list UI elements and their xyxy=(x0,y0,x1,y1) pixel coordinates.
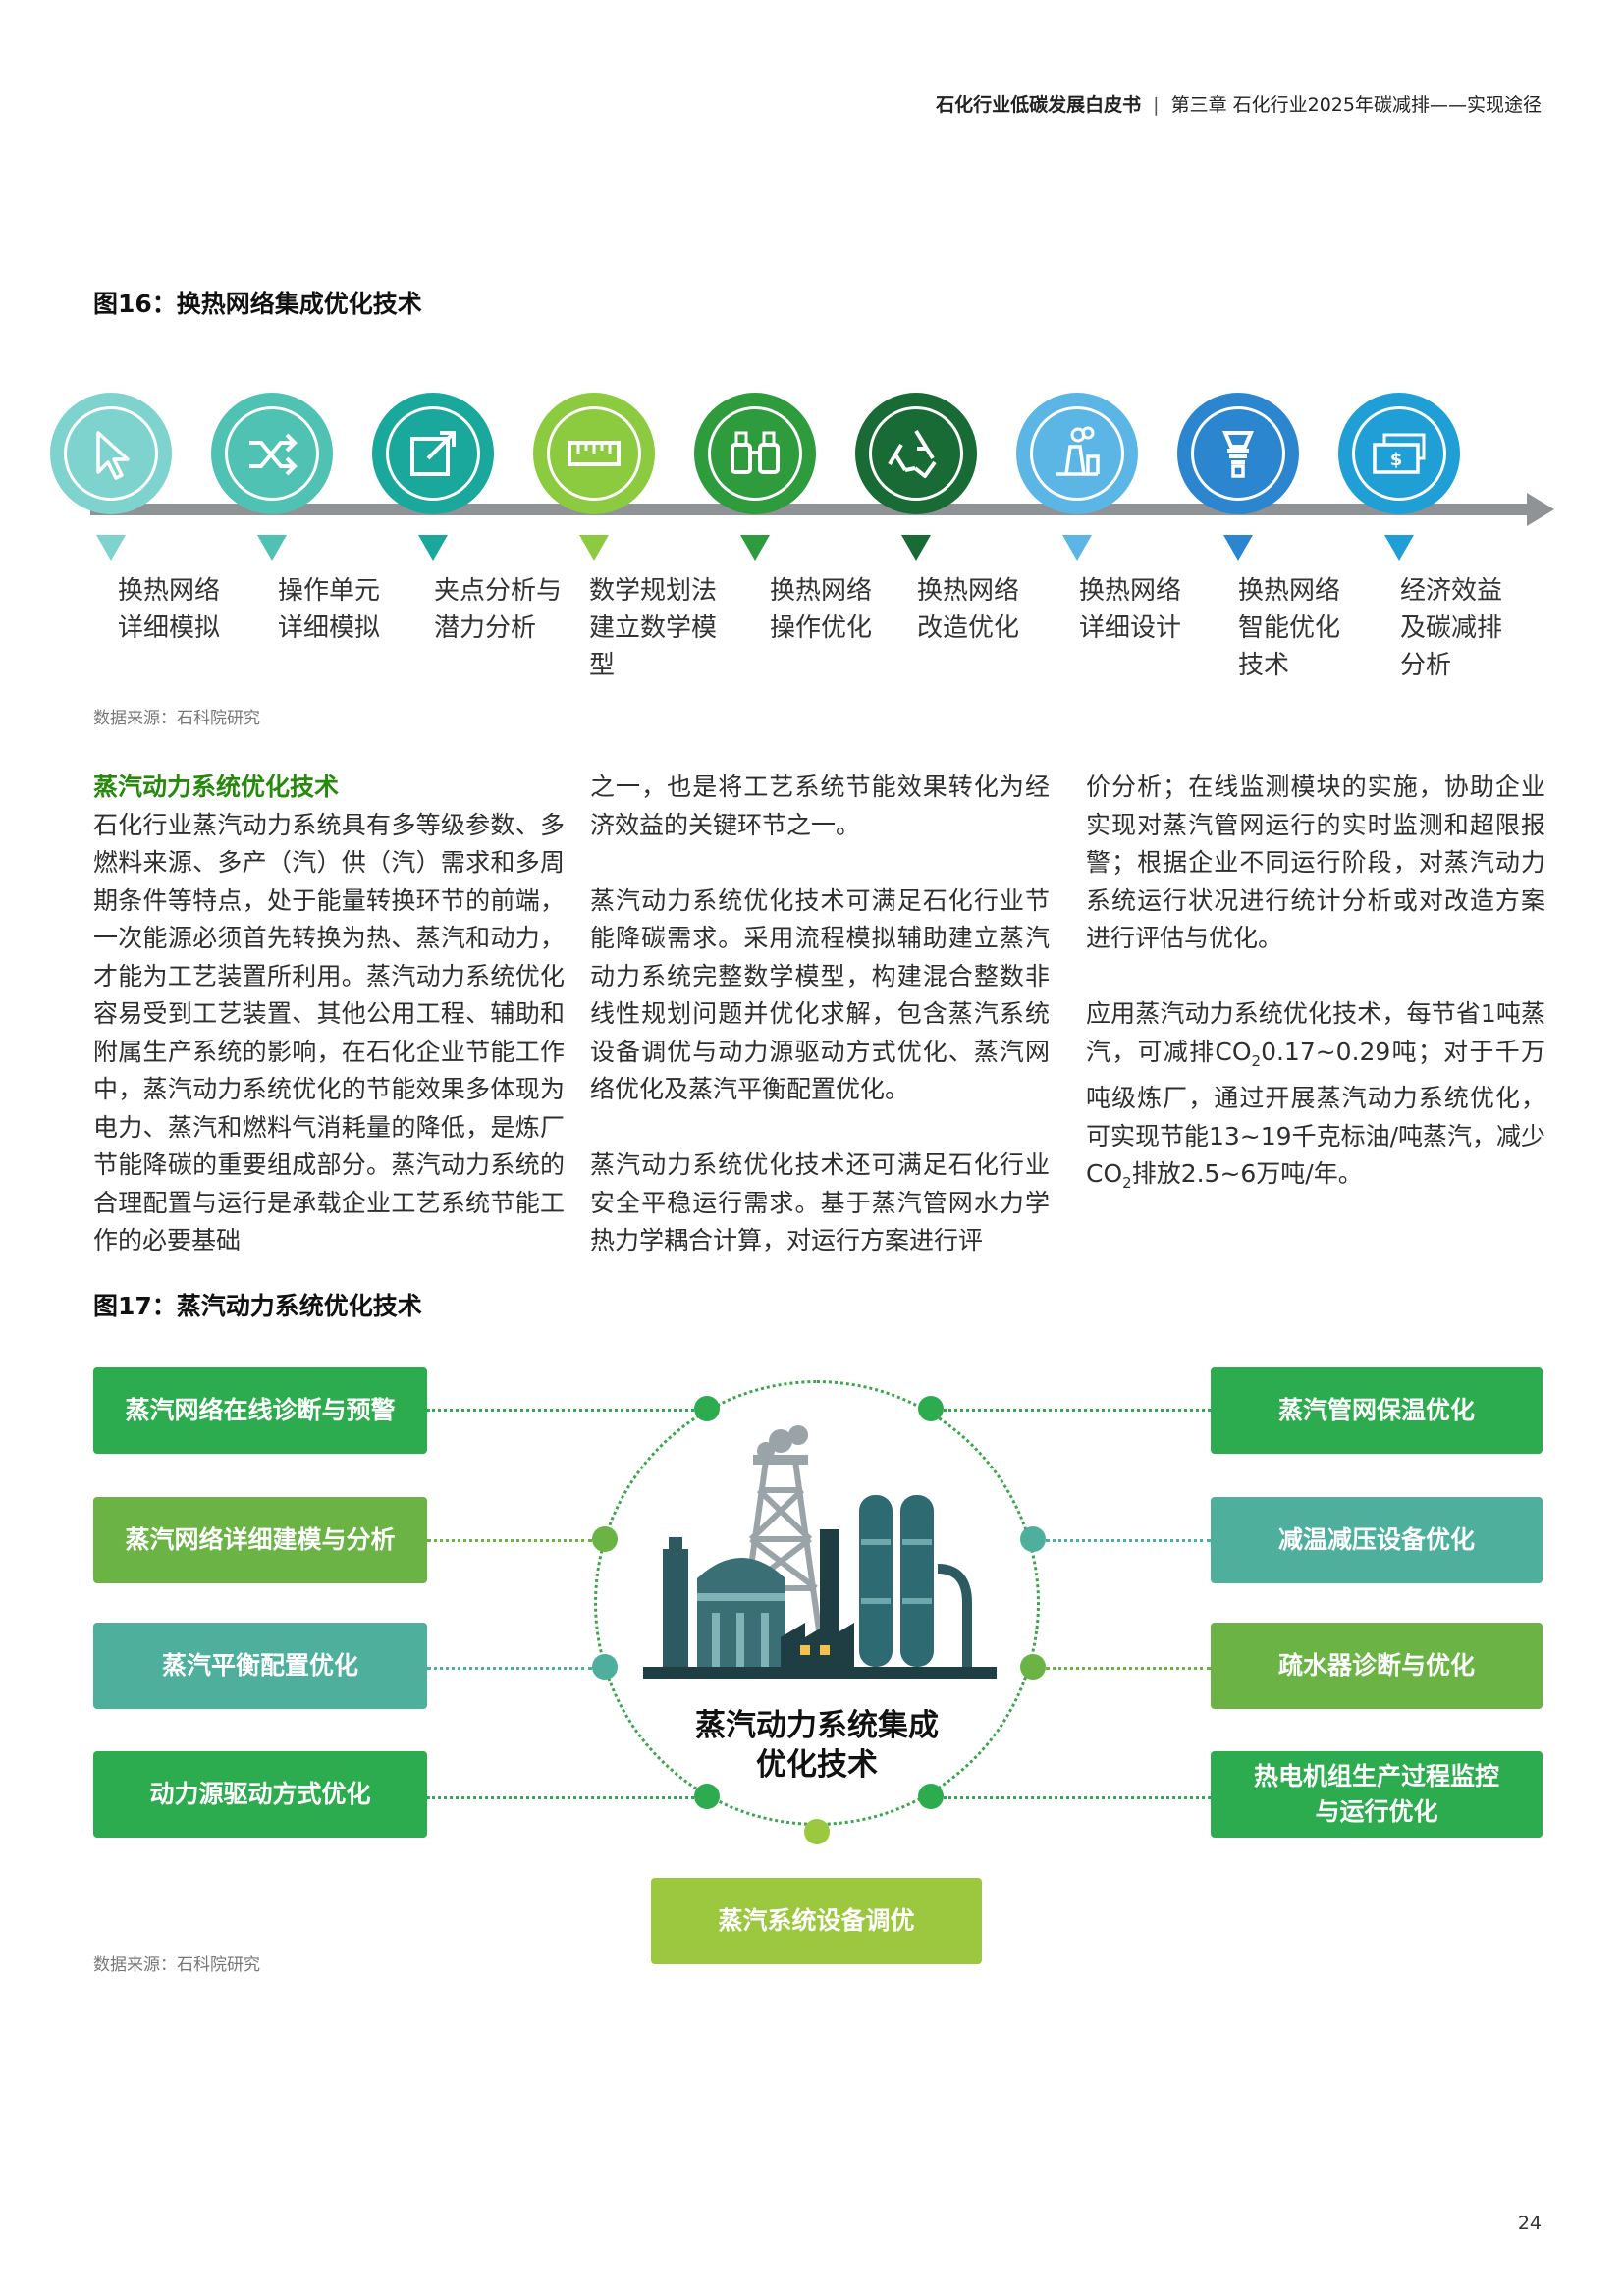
step-pointer-icon xyxy=(901,535,931,561)
step-label: 换热网络 详细设计 xyxy=(1079,576,1182,643)
ruler-icon xyxy=(568,441,621,466)
paragraph: 蒸汽动力系统优化技术还可满足石化行业安全平稳运行需求。基于蒸汽管网水力学热力学耦… xyxy=(590,1150,1050,1255)
step-circle: $ xyxy=(1338,393,1460,514)
lightbulb-icon xyxy=(1221,431,1255,478)
connector-line xyxy=(944,1796,1211,1799)
left-technique-box: 动力源驱动方式优化 xyxy=(93,1751,427,1838)
money-icon: $ xyxy=(1373,433,1426,474)
connector-line xyxy=(427,1667,592,1670)
connector-node xyxy=(592,1526,618,1552)
step-label: 数学规划法 建立数学模型 xyxy=(589,576,718,680)
timeline-arrowhead xyxy=(1527,493,1554,526)
connector-node xyxy=(694,1396,720,1421)
svg-text:$: $ xyxy=(1390,450,1403,470)
paragraph: 石化行业蒸汽动力系统具有多等级参数、多燃料来源、多产（汽）供（汽）需求和多周期条… xyxy=(93,810,565,1255)
connector-node xyxy=(592,1654,618,1680)
step-circle xyxy=(50,393,172,514)
step-pointer-icon xyxy=(1062,535,1092,561)
connector-line xyxy=(427,1796,694,1799)
step-pointer-icon xyxy=(1384,535,1414,561)
step-pointer-icon xyxy=(257,535,287,561)
cursor-icon xyxy=(96,431,130,480)
connector-node xyxy=(694,1784,720,1809)
step-circle xyxy=(372,393,494,514)
step-circle xyxy=(1016,393,1138,514)
step-pointer-icon xyxy=(96,535,126,561)
step-label: 换热网络 智能优化 技术 xyxy=(1238,576,1341,680)
binoculars-icon xyxy=(731,431,780,474)
timeline-axis xyxy=(90,504,1534,515)
text-column-3: 价分析；在线监测模块的实施，协助企业实现对蒸汽管网运行的实时监测和超限报警；根据… xyxy=(1086,769,1545,1202)
left-technique-box: 蒸汽平衡配置优化 xyxy=(93,1623,427,1709)
running-header: 石化行业低碳发展白皮书 | 第三章 石化行业2025年碳减排——实现途径 xyxy=(936,90,1542,117)
figure16-source: 数据来源：石科院研究 xyxy=(93,709,260,728)
figure17-source: 数据来源：石科院研究 xyxy=(93,1955,260,1975)
step-label: 夹点分析与 潜力分析 xyxy=(434,576,563,643)
step-label: 换热网络 详细模拟 xyxy=(118,576,221,643)
left-technique-box: 蒸汽网络详细建模与分析 xyxy=(93,1497,427,1583)
text-column-2: 之一，也是将工艺系统节能效果转化为经济效益的关键环节之一。 蒸汽动力系统优化技术… xyxy=(590,769,1050,1260)
paragraph: 应用蒸汽动力系统优化技术，每节省1吨蒸汽，可减排CO20.17~0.29吨；对于… xyxy=(1086,999,1545,1192)
factory-icon xyxy=(1056,426,1100,476)
right-technique-box: 减温减压设备优化 xyxy=(1211,1497,1543,1583)
right-technique-box: 蒸汽管网保温优化 xyxy=(1211,1367,1543,1454)
connector-line xyxy=(1046,1539,1211,1542)
figure17-title: 图17：蒸汽动力系统优化技术 xyxy=(93,1292,422,1320)
paragraph: 蒸汽动力系统优化技术可满足石化行业节能降碳需求。采用流程模拟辅助建立蒸汽动力系统… xyxy=(590,885,1050,1104)
step-circle xyxy=(533,393,655,514)
connector-node xyxy=(1020,1526,1046,1552)
paragraph: 价分析；在线监测模块的实施，协助企业实现对蒸汽管网运行的实时监测和超限报警；根据… xyxy=(1086,773,1545,952)
section-heading: 蒸汽动力系统优化技术 xyxy=(93,773,340,801)
step-label: 经济效益 及碳减排 分析 xyxy=(1400,576,1503,680)
figure16-title: 图16：换热网络集成优化技术 xyxy=(93,290,422,318)
text-column-1: 蒸汽动力系统优化技术 石化行业蒸汽动力系统具有多等级参数、多燃料来源、多产（汽）… xyxy=(93,769,565,1260)
step-label: 换热网络 操作优化 xyxy=(770,576,873,643)
chapter-title: 第三章 石化行业2025年碳减排——实现途径 xyxy=(1170,94,1542,116)
step-pointer-icon xyxy=(1223,535,1253,561)
connector-node xyxy=(804,1819,830,1844)
step-pointer-icon xyxy=(418,535,448,561)
right-technique-box: 热电机组生产过程监控 与运行优化 xyxy=(1211,1751,1543,1838)
refinery-plant-icon xyxy=(643,1425,997,1679)
step-circle xyxy=(211,393,333,514)
connector-line xyxy=(1046,1667,1211,1670)
step-circle xyxy=(855,393,977,514)
right-technique-box: 疏水器诊断与优化 xyxy=(1211,1623,1543,1709)
step-pointer-icon xyxy=(579,535,609,561)
bottom-technique-box: 蒸汽系统设备调优 xyxy=(651,1878,982,1964)
page-number: 24 xyxy=(1517,2213,1542,2234)
connector-line xyxy=(944,1409,1211,1412)
connector-node xyxy=(918,1396,944,1421)
paragraph: 之一，也是将工艺系统节能效果转化为经济效益的关键环节之一。 xyxy=(590,773,1050,839)
connector-node xyxy=(1020,1654,1046,1680)
header-separator: | xyxy=(1153,94,1160,116)
shuffle-icon xyxy=(249,433,298,476)
step-circle xyxy=(1177,393,1299,514)
step-label: 操作单元 详细模拟 xyxy=(278,576,381,643)
connector-line xyxy=(427,1539,592,1542)
export-icon xyxy=(410,431,456,476)
doc-title: 石化行业低碳发展白皮书 xyxy=(936,94,1142,116)
connector-line xyxy=(427,1409,694,1412)
step-pointer-icon xyxy=(740,535,770,561)
step-label: 换热网络 改造优化 xyxy=(917,576,1020,643)
hub-title: 蒸汽动力系统集成 优化技术 xyxy=(695,1708,939,1783)
left-technique-box: 蒸汽网络在线诊断与预警 xyxy=(93,1367,427,1454)
step-circle xyxy=(694,393,816,514)
recycle-icon xyxy=(888,429,937,478)
connector-node xyxy=(918,1784,944,1809)
